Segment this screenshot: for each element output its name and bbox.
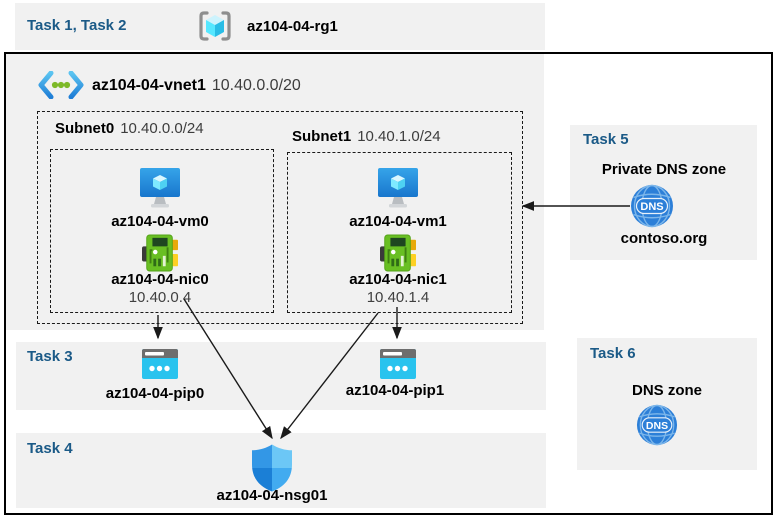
task5-title: Private DNS zone — [601, 161, 727, 178]
subnet0-box — [50, 149, 274, 313]
vnet-cidr: 10.40.0.0/20 — [211, 77, 301, 94]
network-interface-icon — [142, 234, 178, 272]
task5-heading: Task 5 — [583, 131, 629, 148]
vm1-name: az104-04-vm1 — [349, 213, 447, 230]
task6-heading: Task 6 — [590, 345, 636, 362]
resource-group-name: az104-04-rg1 — [247, 18, 338, 35]
nsg-name: az104-04-nsg01 — [216, 487, 328, 504]
virtual-machine-icon — [140, 168, 180, 208]
nic1-name: az104-04-nic1 — [349, 271, 447, 288]
pip1-name: az104-04-pip1 — [345, 382, 445, 399]
vnet-region — [6, 54, 544, 330]
task4-heading: Task 4 — [27, 440, 73, 457]
svg-text:DNS: DNS — [646, 420, 668, 432]
task6-title: DNS zone — [631, 382, 702, 399]
svg-text:DNS: DNS — [640, 201, 663, 213]
nic1-ip: 10.40.1.4 — [366, 289, 430, 306]
virtual-machine-icon — [378, 168, 418, 208]
resource-group-icon — [199, 11, 231, 41]
nic0-ip: 10.40.0.4 — [128, 289, 192, 306]
public-ip-icon — [142, 349, 178, 379]
subnet1-name: Subnet1 — [292, 128, 352, 145]
public-ip-icon — [380, 349, 416, 379]
subnet1-box — [287, 152, 512, 313]
task5-zone-name: contoso.org — [620, 230, 708, 247]
task1-2-heading: Task 1, Task 2 — [27, 17, 127, 34]
vnet-name: az104-04-vnet1 — [92, 77, 206, 94]
vm0-name: az104-04-vm0 — [111, 213, 209, 230]
subnet0-cidr: 10.40.0.0/24 — [120, 120, 204, 137]
network-interface-icon — [380, 234, 416, 272]
task3-heading: Task 3 — [27, 348, 73, 365]
task1-2-panel — [15, 3, 545, 50]
virtual-network-icon — [38, 71, 84, 99]
subnet1-cidr: 10.40.1.0/24 — [357, 128, 441, 145]
network-security-group-icon — [252, 444, 292, 492]
subnets-container-box — [37, 111, 523, 324]
task6-panel — [577, 338, 757, 470]
nic0-name: az104-04-nic0 — [111, 271, 209, 288]
subnet0-name: Subnet0 — [55, 120, 115, 137]
dns-zone-icon: DNS — [636, 404, 678, 446]
dns-zone-icon: DNS — [631, 184, 673, 228]
pip0-name: az104-04-pip0 — [105, 385, 205, 402]
